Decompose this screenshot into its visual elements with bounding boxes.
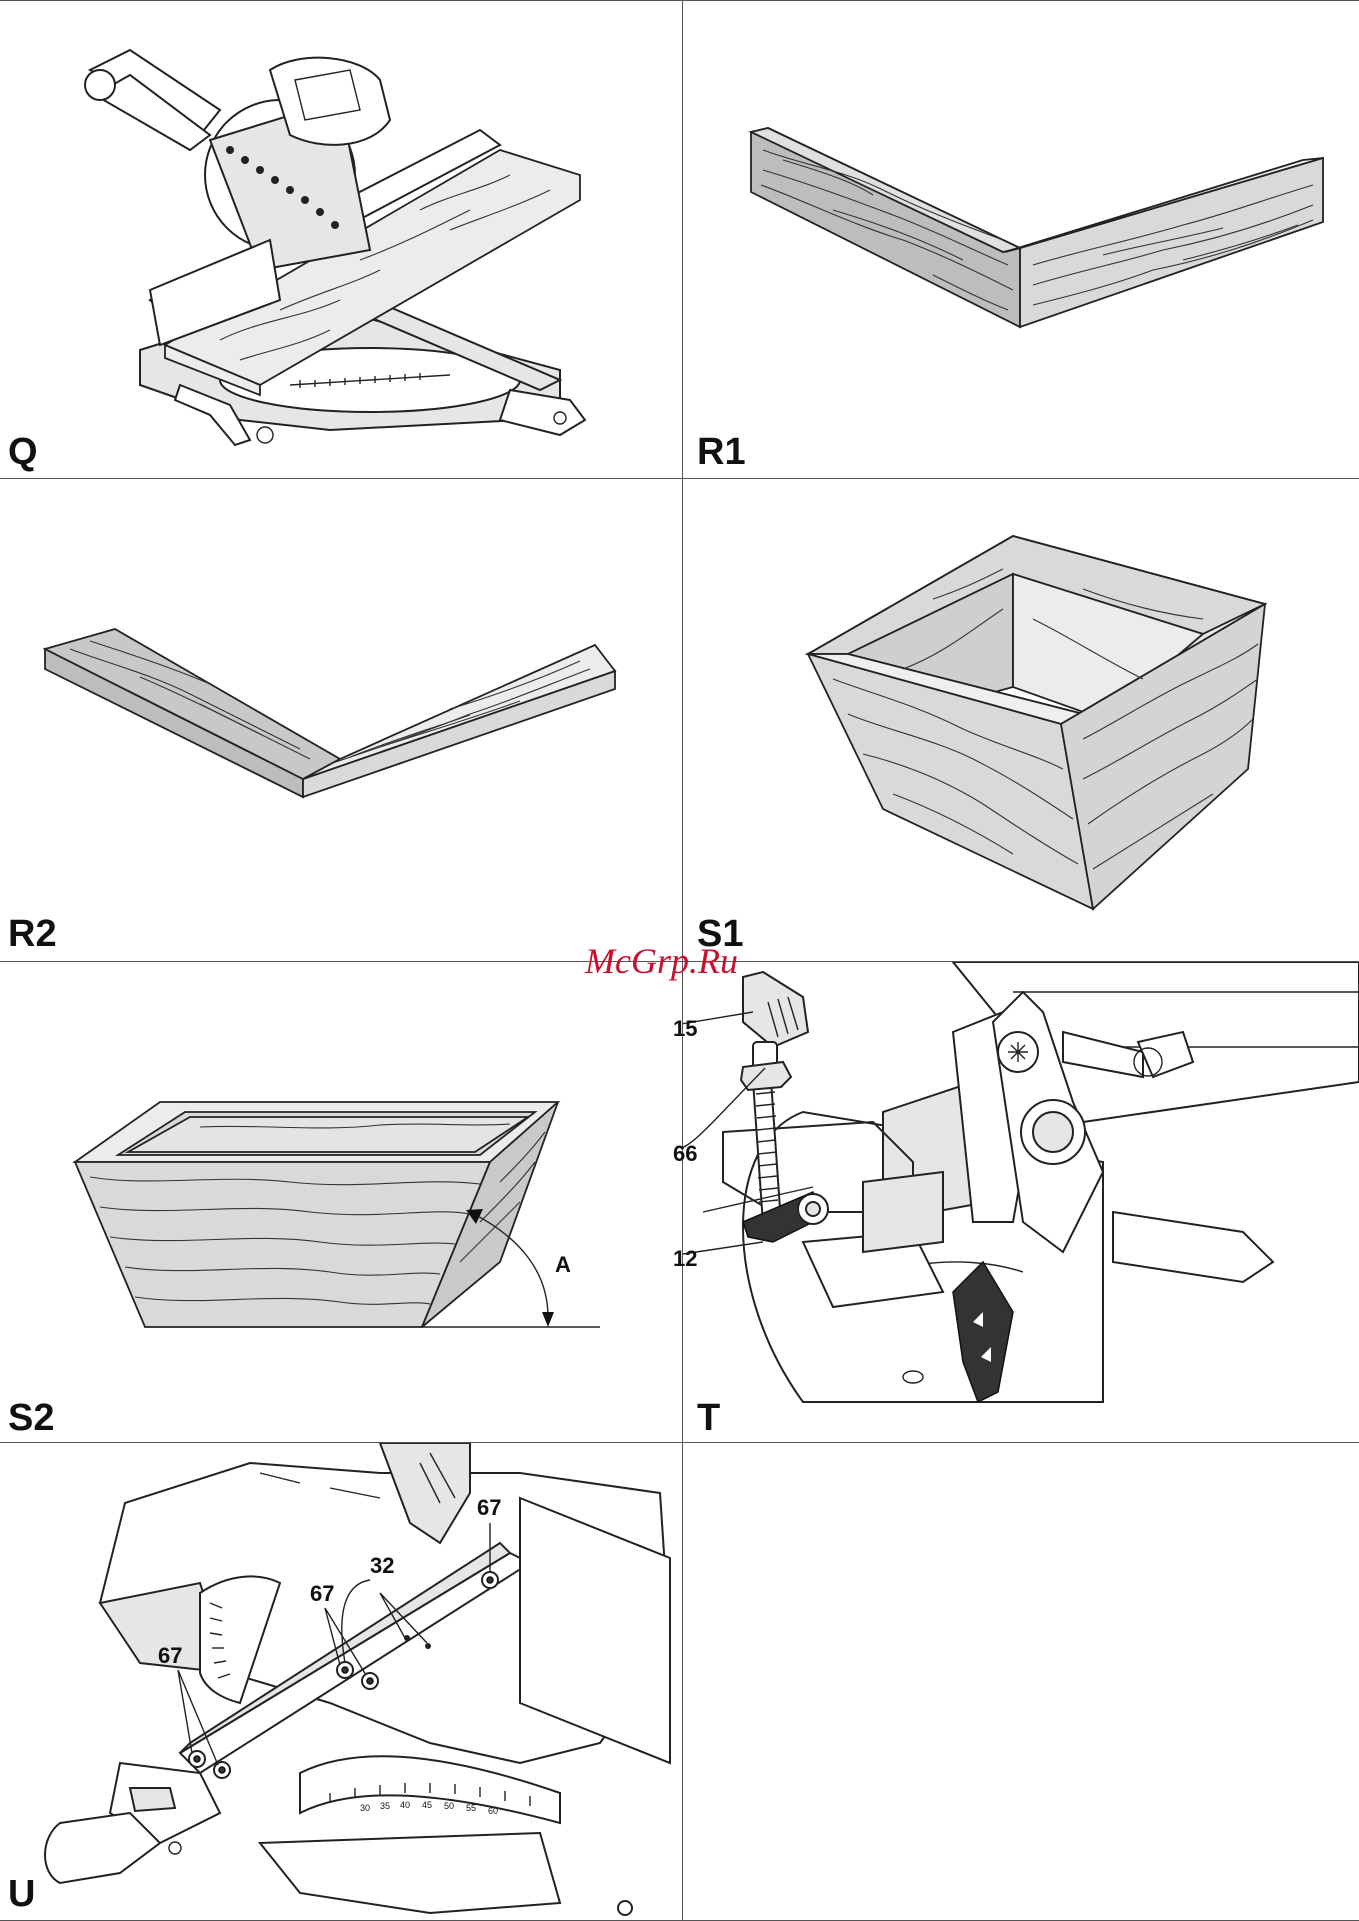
miter-saw-illustration: [0, 0, 682, 478]
callout-32: 32: [370, 1553, 394, 1578]
watermark: McGrp.Ru: [585, 940, 738, 982]
panel-label-q: Q: [8, 433, 38, 471]
panel-r2: R2: [0, 479, 682, 961]
panel-label-t: T: [697, 1399, 720, 1437]
scale-number-40: 40: [400, 1800, 410, 1810]
box-s1-illustration: [683, 479, 1359, 961]
fence-adjustment-illustration: 30 35 40 45 50 55 60 67 32 67 67: [0, 1443, 682, 1920]
panel-r1: R1: [683, 0, 1359, 478]
panel-t: 15 66 12 T: [683, 962, 1359, 1442]
depth-stop-callouts: 15 66 12: [623, 962, 743, 1442]
callout-67-left: 67: [158, 1643, 182, 1668]
panel-s2: A S2: [0, 962, 682, 1442]
callout-15: 15: [673, 1016, 697, 1041]
panel-u: 30 35 40 45 50 55 60 67 32 67 67 U: [0, 1443, 682, 1920]
miter-joint-r2-illustration: [0, 479, 682, 961]
miter-joint-r1-illustration: [683, 0, 1359, 478]
scale-number-45: 45: [422, 1800, 432, 1810]
panel-s1: S1: [683, 479, 1359, 961]
callout-67-top: 67: [477, 1495, 501, 1520]
callout-66: 66: [673, 1141, 697, 1166]
angle-label-a: A: [555, 1252, 571, 1277]
scale-number-55: 55: [466, 1803, 476, 1813]
callout-67-middle: 67: [310, 1581, 334, 1606]
scale-number-60: 60: [488, 1806, 498, 1816]
depth-stop-illustration: [683, 962, 1359, 1442]
scale-number-50: 50: [444, 1801, 454, 1811]
panel-label-r2: R2: [8, 915, 57, 953]
panel-q: Q: [0, 0, 682, 478]
panel-label-r1: R1: [697, 433, 746, 471]
panel-label-s2: S2: [8, 1399, 54, 1437]
panel-label-u: U: [8, 1875, 35, 1913]
scale-number-35: 35: [380, 1801, 390, 1811]
scale-number-30: 30: [360, 1803, 370, 1813]
box-s2-illustration: A: [0, 962, 682, 1442]
callout-12: 12: [673, 1246, 697, 1271]
